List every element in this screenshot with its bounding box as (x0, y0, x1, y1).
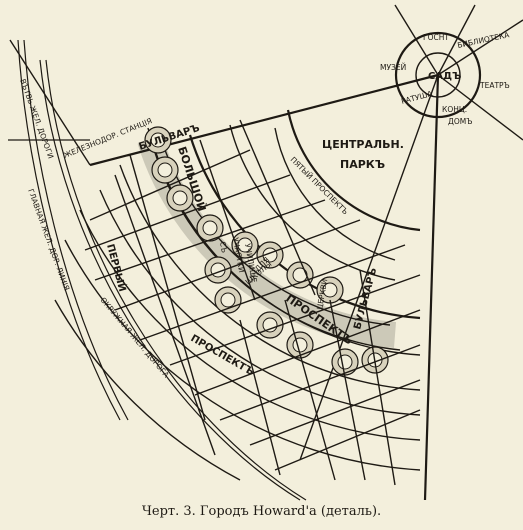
museum-label: МУЗЕЙ (380, 63, 406, 72)
town-hall-label: РАТУША (400, 89, 434, 106)
figure-caption: Черт. 3. Городъ Howard'a (деталь). (141, 504, 382, 519)
railway-station-label: ЖЕЛЕЗНОДОР. СТАНЦІЯ (62, 116, 153, 160)
school-with-label: СЪ (218, 241, 229, 254)
central-park-label-2: ПАРКЪ (340, 158, 385, 171)
library-label: БИБЛИОТЕКА (457, 30, 511, 50)
garden-label: САДЪ (428, 71, 461, 82)
school-rings (144, 126, 389, 376)
circle-railway-label: ОКРУЖНАЯ ЖЕЛ. ДОРОГА (98, 296, 171, 380)
railway-lines (8, 39, 307, 501)
radial-avenues (89, 4, 523, 501)
concert-hall-label-1: КОНЦ. (442, 105, 467, 114)
concert-hall-label-2: ДОМЪ (448, 117, 472, 126)
gosnt-label: ГОСНТ (423, 33, 449, 42)
central-park-label-1: ЦЕНТРАЛЬН. (322, 138, 404, 151)
theatre-label: ТЕАТРЪ (479, 81, 510, 90)
